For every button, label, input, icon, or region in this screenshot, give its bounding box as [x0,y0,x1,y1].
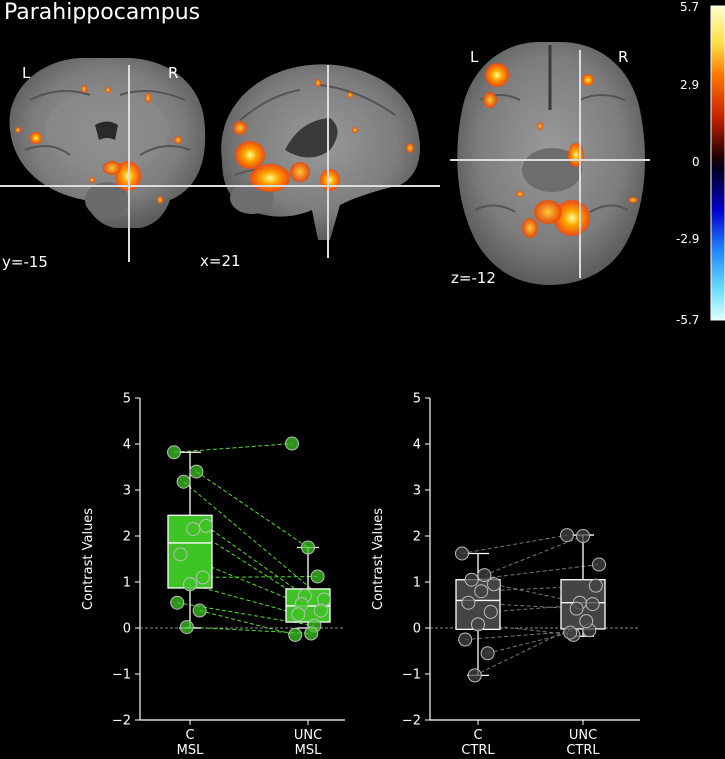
x-tick-label-sub: MSL [295,743,322,758]
data-point [179,620,194,635]
colorbar [710,5,725,321]
data-point [167,445,181,460]
data-point [588,578,603,593]
pair-line [199,610,296,636]
x-tick-label: C [473,728,482,743]
data-point [455,546,469,561]
y-tick-label: 0 [413,622,421,637]
pair-line [205,525,306,597]
axial-right-label: R [618,48,629,66]
pair-line [183,481,325,600]
figure-title: Parahippocampus [4,0,201,25]
sagittal-slice [203,64,440,258]
data-point [569,601,584,616]
x-tick-label: C [185,728,194,743]
x-tick-label: UNC [569,728,597,743]
pair-line [196,471,309,548]
data-point [301,540,315,555]
data-point [310,569,325,584]
pair-line [189,583,299,615]
data-point [173,547,188,562]
data-point [458,632,473,647]
pair-line [202,575,318,578]
y-tick-label: 1 [413,576,421,591]
y-tick-label: 2 [413,530,421,545]
colorbar-tick-zero: 0 [692,155,700,169]
data-point [313,603,328,618]
coronal-right-label: R [168,64,179,82]
data-point [474,584,489,599]
data-point [560,528,574,543]
axial-left-label: L [470,48,479,66]
data-point [464,572,479,587]
y-tick-label: −2 [402,714,421,729]
colorbar-tick-max: 5.7 [680,0,700,14]
data-point [461,595,476,610]
x-tick-label-sub: MSL [177,743,204,758]
data-point [183,577,197,592]
data-point [487,577,501,592]
data-point [483,604,498,619]
y-axis-label: Contrast Values [371,508,386,610]
data-point [285,436,299,451]
data-point [288,627,303,642]
x-tick-label-sub: CTRL [461,743,495,758]
y-tick-label: 4 [123,438,131,453]
pair-line [173,443,293,453]
pair-line [465,629,590,640]
axial-coordinate: z=-12 [451,269,496,287]
pair-line [474,620,587,676]
data-point [480,646,495,661]
coronal-coordinate: y=-15 [2,253,48,271]
coronal-slice [0,58,215,262]
data-point [563,625,578,640]
x-tick-label-sub: CTRL [566,743,600,758]
y-tick-label: −2 [112,714,131,729]
data-point [170,595,185,610]
y-tick-label: 5 [123,392,131,407]
y-tick-label: 3 [413,484,421,499]
data-point [471,617,485,632]
y-tick-label: 0 [123,622,131,637]
y-tick-label: −1 [402,668,421,683]
colorbar-tick-low: -2.9 [676,232,700,246]
data-point [592,557,606,572]
pair-line [484,535,584,576]
colorbar-tick-high: 2.9 [680,78,700,92]
x-tick-label: UNC [294,728,322,743]
data-point [195,570,210,585]
pair-line [471,564,600,581]
data-point [192,603,207,618]
data-point [579,614,594,629]
pair-line [186,626,312,635]
pair-line [461,534,568,554]
data-point [176,474,191,489]
y-tick-label: 2 [123,530,131,545]
data-point [186,522,201,537]
y-tick-label: −1 [112,668,131,683]
y-tick-label: 4 [413,438,421,453]
data-point [585,597,600,612]
y-axis-label: Contrast Values [81,508,96,610]
data-point [304,626,319,641]
y-tick-label: 1 [123,576,131,591]
sagittal-coordinate: x=21 [200,252,241,270]
data-point [199,518,213,533]
data-point [467,668,482,683]
y-tick-label: 3 [123,484,131,499]
data-point [189,464,204,479]
data-point [291,607,306,622]
coronal-left-label: L [22,64,31,82]
y-tick-label: 5 [413,392,421,407]
pair-line [468,602,577,610]
pair-line [487,632,571,654]
colorbar-tick-min: -5.7 [676,313,700,327]
axial-slice [450,42,650,285]
data-point [576,529,590,543]
data-point [477,568,492,583]
